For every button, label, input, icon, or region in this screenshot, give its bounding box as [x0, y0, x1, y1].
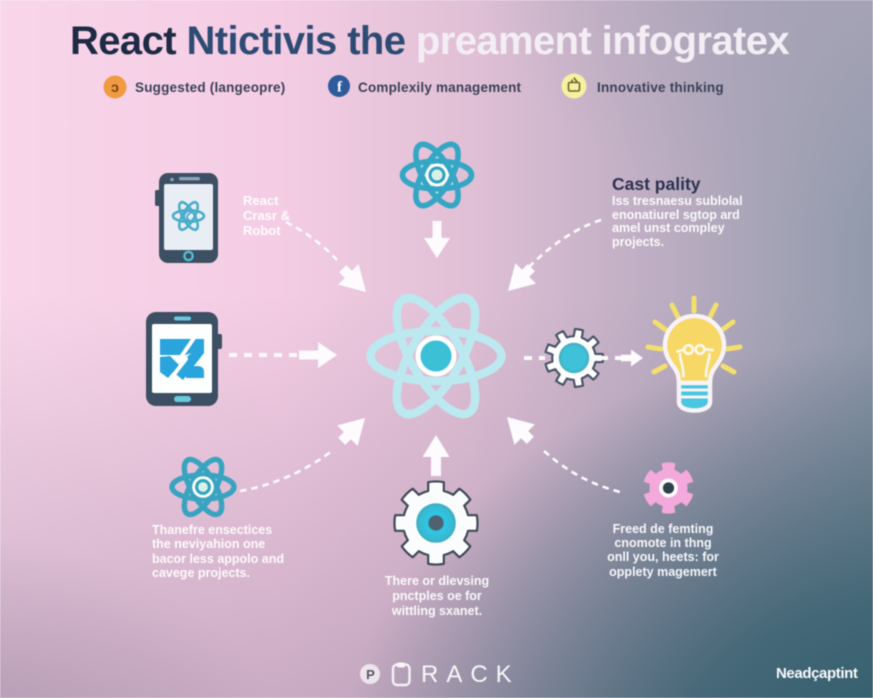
svg-text:ɔ: ɔ: [111, 79, 119, 95]
svg-text:f: f: [337, 80, 343, 96]
svg-text:P: P: [366, 667, 375, 682]
